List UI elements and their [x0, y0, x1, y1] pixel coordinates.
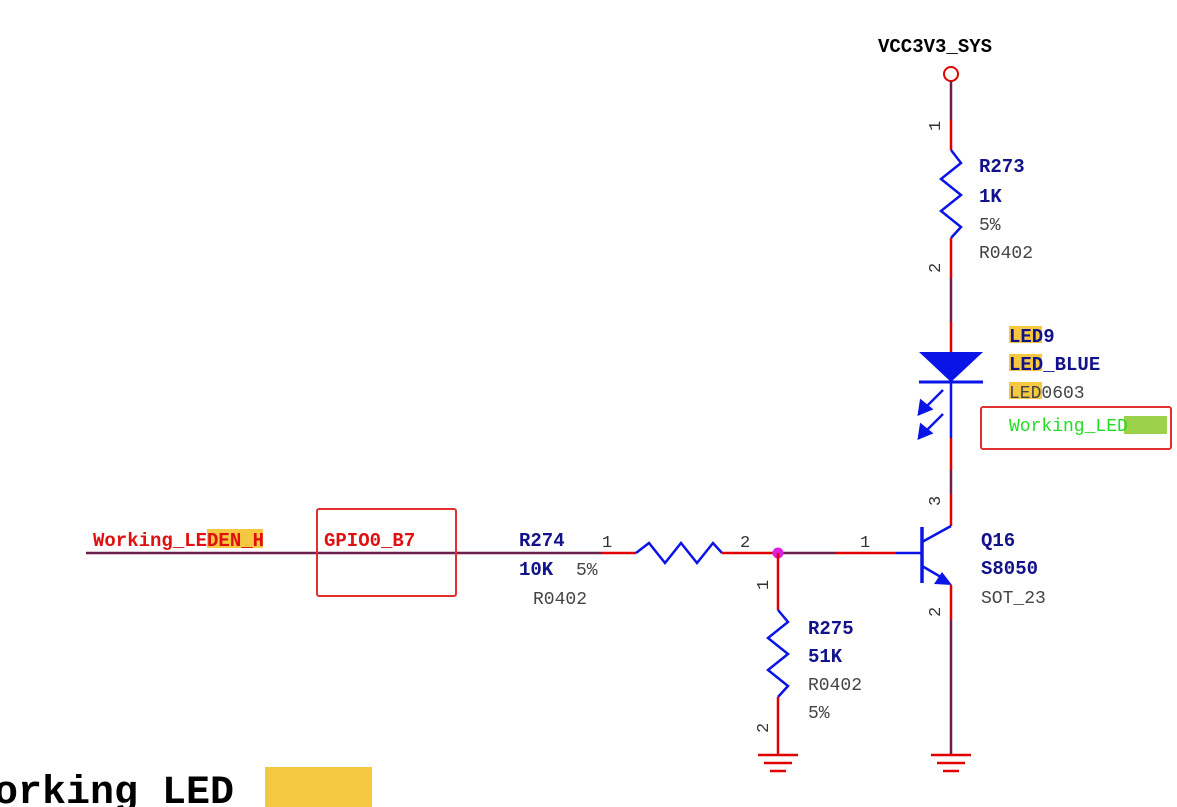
- r274-tolerance: 5%: [576, 561, 598, 581]
- q16-value: S8050: [981, 558, 1038, 580]
- q16-pin3-number: 3: [927, 496, 946, 506]
- page-title: Working LED: [0, 771, 234, 807]
- power-port-icon: [943, 66, 959, 82]
- title-highlight: [265, 767, 372, 807]
- q16-pin2-number: 2: [927, 607, 946, 617]
- led9-value: LED_BLUE: [1009, 354, 1100, 376]
- r273-ref: R273: [979, 156, 1025, 178]
- r274-body: [635, 540, 723, 566]
- led9-desc-highlight: [1124, 416, 1167, 434]
- r273-body: [938, 149, 964, 239]
- vcc-net-label: VCC3V3_SYS: [878, 36, 992, 58]
- r274-value: 10K: [519, 559, 554, 581]
- led9-description: Working_LED: [1009, 417, 1128, 437]
- r274-pin2-number: 2: [740, 534, 750, 553]
- r275-package: R0402: [808, 676, 862, 696]
- r275-pin2-number: 2: [755, 723, 774, 733]
- r273-package: R0402: [979, 244, 1033, 264]
- r275-value: 51K: [808, 646, 843, 668]
- r274-ref: R274: [519, 530, 565, 552]
- r274-pin1-number: 1: [602, 534, 612, 553]
- r273-pin2-number: 2: [927, 263, 946, 273]
- led9-package: LED0603: [1009, 384, 1085, 404]
- input-net-highlight: [207, 529, 263, 548]
- r275-pin1-number: 1: [755, 580, 774, 590]
- q16-collector-lead: [921, 524, 952, 544]
- emitter-arrow-icon: [934, 572, 952, 585]
- led9-value-highlight: [1009, 354, 1042, 371]
- working-led-annotation-box: [980, 406, 1172, 450]
- q16-ref: Q16: [981, 530, 1015, 552]
- r273-value: 1K: [979, 186, 1002, 208]
- led9-ref-highlight: [1009, 326, 1042, 343]
- r273-tolerance: 5%: [979, 216, 1001, 236]
- light-emission-icon: [917, 389, 944, 441]
- q16-pin1-number: 1: [860, 534, 870, 553]
- r273-pin1-number: 1: [927, 121, 946, 131]
- led-diode-icon: [919, 352, 983, 382]
- ground-icon: [758, 753, 798, 773]
- q16-package: SOT_23: [981, 589, 1046, 609]
- r275-ref: R275: [808, 618, 854, 640]
- input-net-label: Working_LEDEN_H: [93, 530, 264, 552]
- gpio-annotation-box: [316, 508, 457, 597]
- led9-package-highlight: [1009, 382, 1042, 399]
- ground-icon: [931, 753, 971, 773]
- r275-body: [765, 609, 791, 698]
- r274-package: R0402: [533, 590, 587, 610]
- r275-tolerance: 5%: [808, 704, 830, 724]
- led9-ref: LED9: [1009, 326, 1055, 348]
- gpio-net-label: GPIO0_B7: [324, 530, 415, 552]
